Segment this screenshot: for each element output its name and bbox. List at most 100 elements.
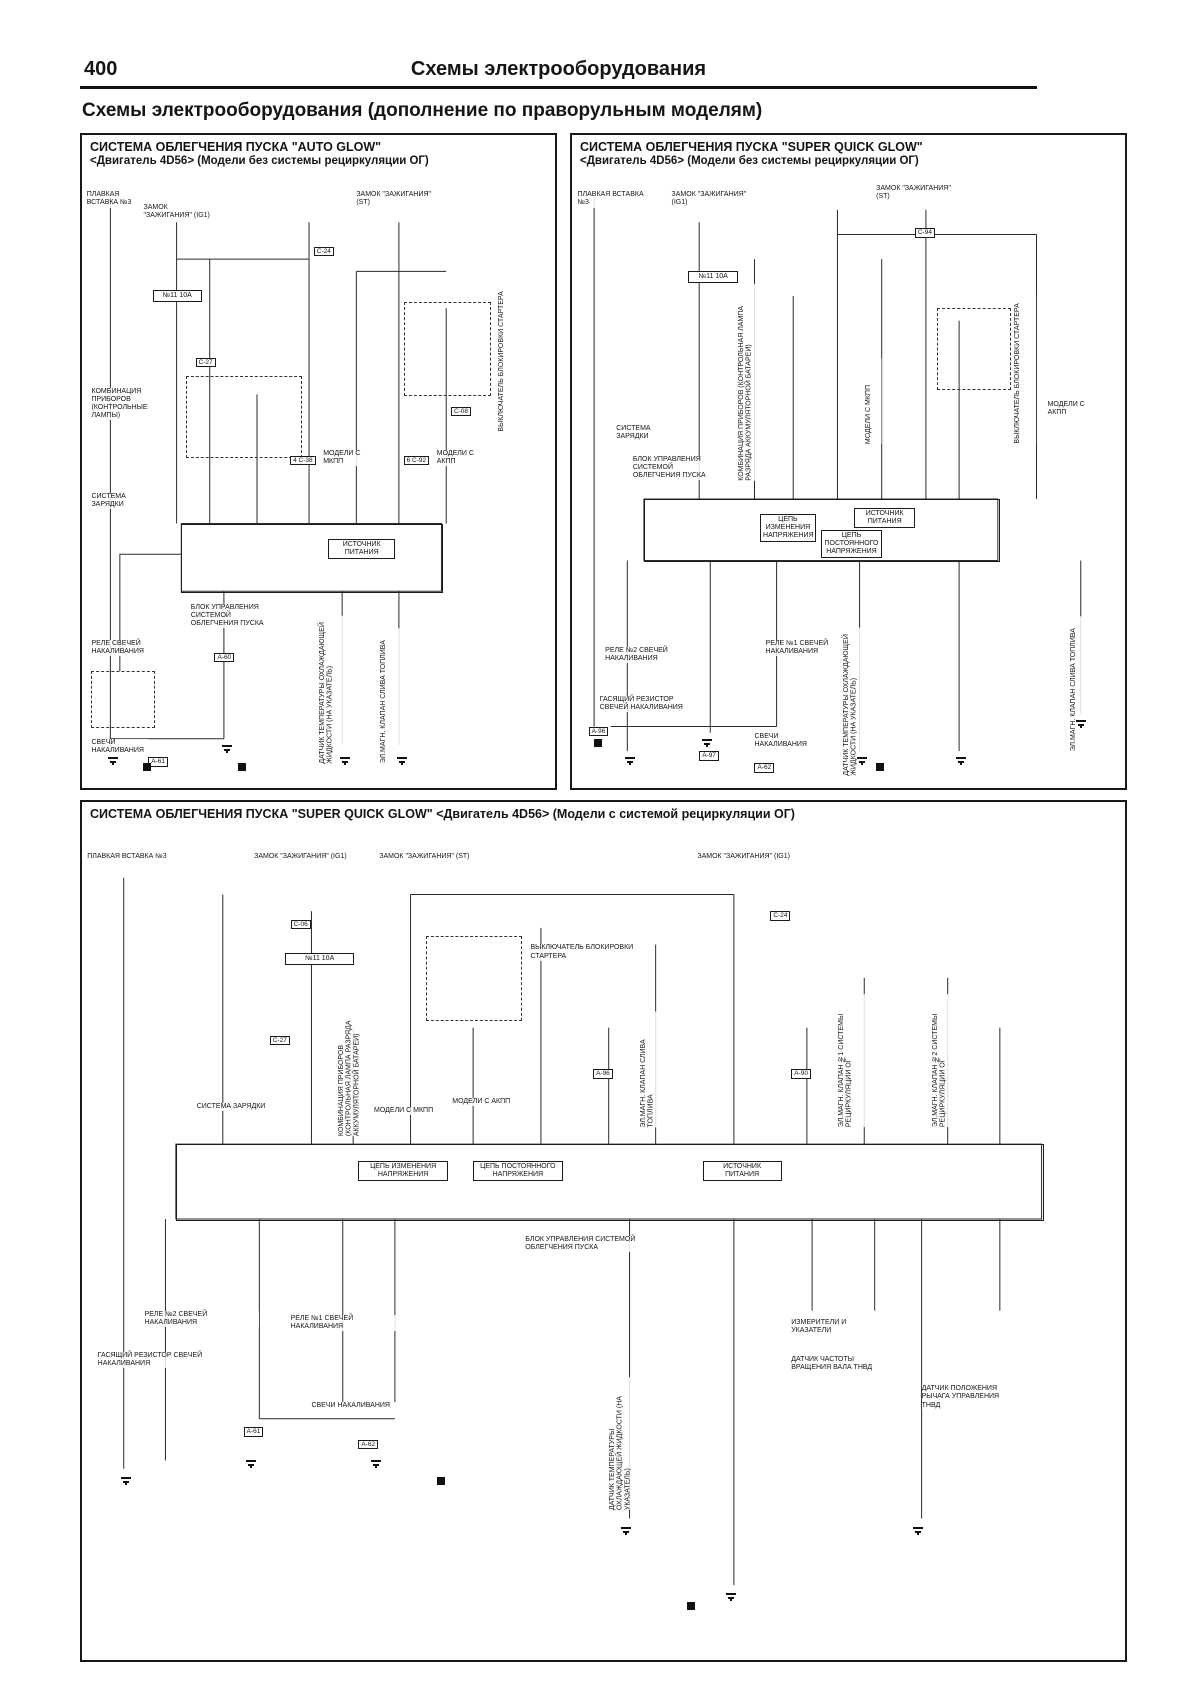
- constant-voltage-circuit-box: ЦЕПЬ ПОСТОЯННОГО НАПРЯЖЕНИЯ: [820, 529, 883, 558]
- ground-symbol: [221, 744, 232, 754]
- panel-title: СИСТЕМА ОБЛЕГЧЕНИЯ ПУСКА "AUTO GLOW": [90, 140, 382, 154]
- power-source-box: ИСТОЧНИК ПИТАНИЯ: [702, 1160, 782, 1181]
- glow-control-unit-label: БЛОК УПРАВЛЕНИЯ СИСТЕМОЙ ОБЛЕГЧЕНИЯ ПУСК…: [632, 455, 722, 481]
- ignition-switch-ig1-label: ЗАМОК "ЗАЖИГАНИЯ" (IG1): [671, 191, 749, 208]
- glow-plugs-label: СВЕЧИ НАКАЛИВАНИЯ: [91, 738, 149, 755]
- starter-lockout-switch-box: [936, 308, 1011, 391]
- mt-models-label: МОДЕЛИ С МКПП: [323, 449, 371, 466]
- junction-marker: [143, 763, 152, 772]
- wiring-diagram: ПЛАВКАЯ ВСТАВКА №3 ЗАМОК "ЗАЖИГАНИЯ" (IG1…: [572, 173, 1125, 788]
- glow-plug-relay-label: РЕЛЕ СВЕЧЕЙ НАКАЛИВАНИЯ: [91, 640, 153, 657]
- connector-a62: A-62: [754, 763, 775, 773]
- connector-c27: C-27: [195, 357, 216, 367]
- glow-plug-relay-1-label: РЕЛЕ №1 СВЕЧЕЙ НАКАЛИВАНИЯ: [290, 1314, 406, 1331]
- connector-a61: A-61: [148, 757, 168, 767]
- wiring-diagram: ПЛАВКАЯ ВСТАВКА №3 ЗАМОК "ЗАЖИГАНИЯ" (IG1…: [82, 828, 1125, 1660]
- ignition-switch-ig1-right-label: ЗАМОК "ЗАЖИГАНИЯ" (IG1): [697, 852, 833, 861]
- ground-symbol: [621, 1526, 632, 1536]
- control-unit-box: [643, 498, 1000, 563]
- dropping-resistor-label: ГАСЯЩИЙ РЕЗИСТОР СВЕЧЕЙ НАКАЛИВАНИЯ: [599, 695, 689, 712]
- mt-models-label: МОДЕЛИ С МКПП: [865, 357, 882, 444]
- connector-a97: A-97: [699, 751, 719, 761]
- ground-symbol: [245, 1460, 256, 1469]
- starter-lockout-switch-label: ВЫКЛЮЧАТЕЛЬ БЛОКИРОВКИ СТАРТЕРА: [530, 944, 635, 961]
- glow-plugs-label: СВЕЧИ НАКАЛИВАНИЯ: [311, 1402, 406, 1411]
- glow-plug-relay-2-label: РЕЛЕ №2 СВЕЧЕЙ НАКАЛИВАНИЯ: [144, 1310, 260, 1327]
- voltage-varying-circuit-box: ЦЕПЬ ИЗМЕНЕНИЯ НАПРЯЖЕНИЯ: [358, 1160, 448, 1181]
- ignition-switch-ig1-label: ЗАМОК "ЗАЖИГАНИЯ" (IG1): [254, 852, 390, 861]
- ground-symbol: [339, 757, 350, 766]
- glow-plug-relay-1-label: РЕЛЕ №1 СВЕЧЕЙ НАКАЛИВАНИЯ: [765, 640, 838, 657]
- fuel-cut-solenoid-label: ЭЛ.МАГН. КЛАПАН СЛИВА ТОПЛИВА: [1069, 615, 1098, 752]
- control-unit-box: [175, 1144, 1044, 1222]
- ignition-switch-st-label: ЗАМОК "ЗАЖИГАНИЯ" (ST): [379, 852, 515, 861]
- at-models-label: МОДЕЛИ С АКПП: [1047, 400, 1098, 417]
- ground-symbol: [913, 1526, 924, 1536]
- panel-subtitle: <Двигатель 4D56> (Модели без системы рец…: [90, 155, 429, 167]
- fusible-link-label: ПЛАВКАЯ ВСТАВКА №3: [577, 191, 644, 208]
- egr-solenoid-2-label: ЭЛ.МАГН. КЛАПАН №2 СИСТЕМЫ РЕЦИРКУЛЯЦИИ …: [932, 994, 964, 1128]
- coolant-temp-sensor-label: ДАТЧИК ТЕМПЕРАТУРЫ ОХЛАЖДАЮЩЕЙ ЖИДКОСТИ …: [608, 1377, 661, 1511]
- gauges-label: ИЗМЕРИТЕЛИ И УКАЗАТЕЛИ: [791, 1318, 886, 1335]
- ground-symbol: [370, 1460, 381, 1469]
- connector-c24: C-24: [313, 246, 334, 257]
- connector-c27: C-27: [269, 1036, 290, 1046]
- connector-c38: 4 C-38: [290, 455, 316, 466]
- coolant-temp-sensor-label: ДАТЧИК ТЕМПЕРАТУРЫ ОХЛАЖДАЮЩЕЙ ЖИДКОСТИ …: [318, 615, 347, 764]
- connector-a60: A-60: [214, 652, 235, 663]
- glow-control-unit-label: БЛОК УПРАВЛЕНИЯ СИСТЕМОЙ ОБЛЕГЧЕНИЯ ПУСК…: [190, 603, 276, 628]
- ground-symbol: [120, 1476, 131, 1486]
- charging-system-label: СИСТЕМА ЗАРЯДКИ: [196, 1102, 291, 1111]
- ground-symbol: [856, 757, 867, 766]
- at-models-label: МОДЕЛИ С АКПП: [452, 1098, 536, 1107]
- connector-a90: A-90: [791, 1069, 811, 1079]
- junction-marker: [238, 763, 247, 772]
- power-source-box: ИСТОЧНИК ПИТАНИЯ: [854, 508, 916, 529]
- connector-a96: A-96: [588, 726, 609, 736]
- egr-solenoid-1-label: ЭЛ.МАГН. КЛАПАН №1 СИСТЕМЫ РЕЦИРКУЛЯЦИИ …: [838, 994, 870, 1128]
- ground-symbol: [701, 738, 712, 748]
- glow-plug-relay-box: [91, 671, 155, 729]
- fusible-link-label: ПЛАВКАЯ ВСТАВКА №3: [87, 852, 192, 861]
- panel-title: СИСТЕМА ОБЛЕГЧЕНИЯ ПУСКА "SUPER QUICK GL…: [580, 140, 923, 154]
- glow-plugs-label: СВЕЧИ НАКАЛИВАНИЯ: [754, 732, 821, 749]
- glow-plug-relay-2-label: РЕЛЕ №2 СВЕЧЕЙ НАКАЛИВАНИЯ: [605, 646, 678, 663]
- glow-control-unit-label: БЛОК УПРАВЛЕНИЯ СИСТЕМОЙ ОБЛЕГЧЕНИЯ ПУСК…: [525, 1235, 661, 1252]
- connector-c92: 6 C-92: [403, 455, 430, 466]
- instrument-cluster-label: КОМБИНАЦИЯ ПРИБОРОВ (КОНТРОЛЬНАЯ ЛАМПА Р…: [737, 283, 772, 481]
- diagram-panel-auto-glow: СИСТЕМА ОБЛЕГЧЕНИЯ ПУСКА "AUTO GLOW" <Дв…: [80, 133, 557, 790]
- panel-subtitle: <Двигатель 4D56> (Модели без системы рец…: [580, 155, 919, 167]
- starter-lockout-switch-label: ВЫКЛЮЧАТЕЛЬ БЛОКИРОВКИ СТАРТЕРА: [498, 283, 518, 432]
- connector-a96: A-96: [593, 1069, 613, 1079]
- fusible-link-label: ПЛАВКАЯ ВСТАВКА №3: [86, 191, 149, 208]
- fuse-11-10a: №11 10A: [688, 271, 739, 284]
- instrument-cluster-box: [186, 375, 302, 458]
- starter-lockout-switch-label: ВЫКЛЮЧАТЕЛЬ БЛОКИРОВКИ СТАРТЕРА: [1014, 296, 1037, 444]
- fuse-11-10a: №11 10A: [152, 289, 202, 302]
- ground-symbol: [396, 757, 407, 766]
- pump-lever-position-sensor-label: ДАТЧИК ПОЛОЖЕНИЯ РЫЧАГА УПРАВЛЕНИЯ ТНВД: [921, 1385, 1016, 1410]
- diagram-panel-super-quick-glow: СИСТЕМА ОБЛЕГЧЕНИЯ ПУСКА "SUPER QUICK GL…: [570, 133, 1127, 790]
- ignition-switch-st-label: ЗАМОК "ЗАЖИГАНИЯ" (ST): [876, 185, 954, 202]
- header-title: Схемы электрооборудования: [410, 58, 707, 80]
- dropping-resistor-label: ГАСЯЩИЙ РЕЗИСТОР СВЕЧЕЙ НАКАЛИВАНИЯ: [97, 1352, 223, 1369]
- ground-symbol: [956, 757, 967, 766]
- connector-c24: C-24: [770, 911, 791, 921]
- ignition-switch-ig1-label: ЗАМОК "ЗАЖИГАНИЯ" (IG1): [143, 203, 215, 220]
- diagram-panel-super-quick-glow-egr: СИСТЕМА ОБЛЕГЧЕНИЯ ПУСКА "SUPER QUICK GL…: [80, 800, 1127, 1662]
- junction-marker: [594, 738, 603, 747]
- page-number: 400: [84, 58, 118, 80]
- connector-c94: C-94: [914, 228, 935, 238]
- power-source-box: ИСТОЧНИК ПИТАНИЯ: [327, 538, 396, 560]
- instrument-cluster-label: КОМБИНАЦИЯ ПРИБОРОВ (КОНТРОЛЬНАЯ ЛАМПА Р…: [337, 1002, 380, 1136]
- connector-a61: A-61: [243, 1427, 264, 1437]
- page-header: 400 Схемы электрооборудования: [80, 54, 1037, 89]
- at-models-label: МОДЕЛИ С АКПП: [436, 449, 485, 466]
- fuse-11-10a: №11 10A: [285, 952, 354, 965]
- constant-voltage-circuit-box: ЦЕПЬ ПОСТОЯННОГО НАПРЯЖЕНИЯ: [473, 1160, 563, 1181]
- starter-lockout-switch-box: [403, 302, 491, 397]
- connector-c06: C-06: [290, 919, 311, 929]
- charging-system-label: СИСТЕМА ЗАРЯДКИ: [616, 425, 678, 442]
